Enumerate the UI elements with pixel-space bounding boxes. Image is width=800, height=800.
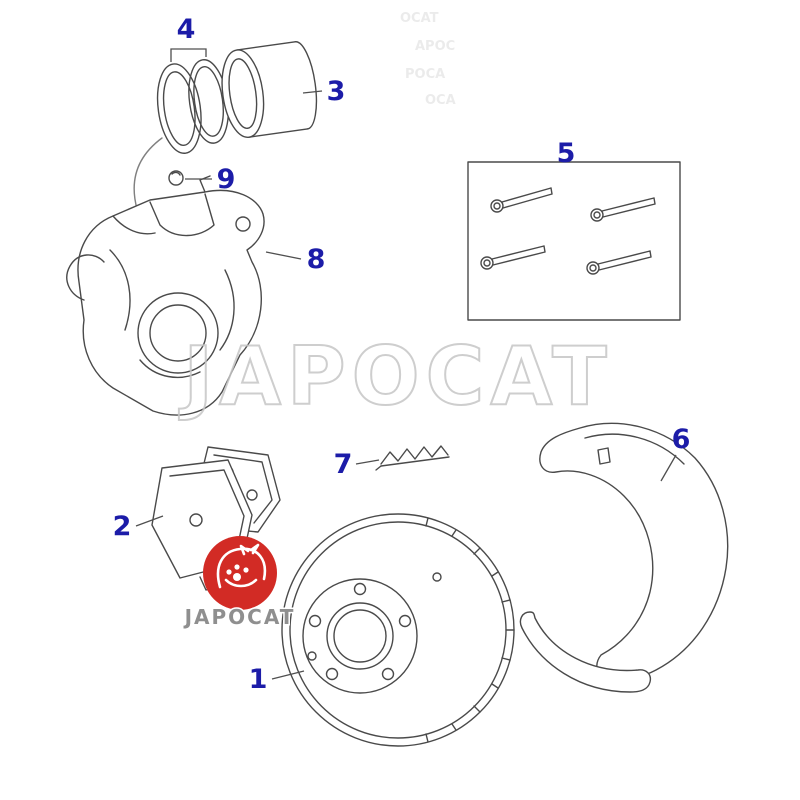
brake-rotor: [281, 513, 515, 747]
seal-ring-outer: [156, 63, 202, 154]
guide-pin: [480, 245, 546, 270]
caliper-piston: [221, 41, 318, 138]
logo: JAPOCAT: [181, 536, 296, 631]
logo-cat-art: [216, 543, 267, 589]
part-label-3: 3: [327, 76, 346, 107]
part-label-4: 4: [177, 14, 196, 45]
svg-text:OCAT: OCAT: [400, 11, 439, 26]
pin-kit-box: [467, 161, 681, 321]
rotor-vent-ticks: [425, 517, 515, 743]
part-label-2: 2: [113, 511, 132, 542]
svg-text:APOC: APOC: [415, 39, 455, 54]
brake-caliper: [66, 175, 265, 416]
leader-lines: [135, 48, 677, 680]
part-label-8: 8: [307, 244, 326, 275]
part-label-7: 7: [334, 449, 353, 480]
rotor-bolt-holes: [308, 582, 412, 681]
logo-text: JAPOCAT: [183, 605, 296, 629]
part-label-6: 6: [672, 424, 691, 455]
anti-rattle-spring: [375, 445, 450, 471]
svg-text:POCA: POCA: [405, 67, 445, 82]
part-label-5: 5: [557, 138, 576, 169]
bleed-cap: [168, 170, 184, 186]
guide-pin: [490, 187, 553, 213]
watermark-text: JAPOCAT: [178, 330, 612, 423]
splash-shield: [519, 422, 729, 693]
svg-text:OCA: OCA: [425, 93, 456, 108]
guide-pin: [586, 250, 652, 275]
part-label-9: 9: [217, 164, 236, 195]
piston-seal-group: [156, 41, 318, 154]
part-label-1: 1: [249, 664, 268, 695]
guide-pin: [590, 197, 656, 222]
part-labels: 1 2 3 4 5 6 7 8 9: [113, 14, 691, 695]
kit-frame: [467, 161, 681, 321]
paper-artifact: OCAT APOC POCA OCA: [400, 11, 456, 108]
brake-pad-set: [151, 446, 281, 591]
